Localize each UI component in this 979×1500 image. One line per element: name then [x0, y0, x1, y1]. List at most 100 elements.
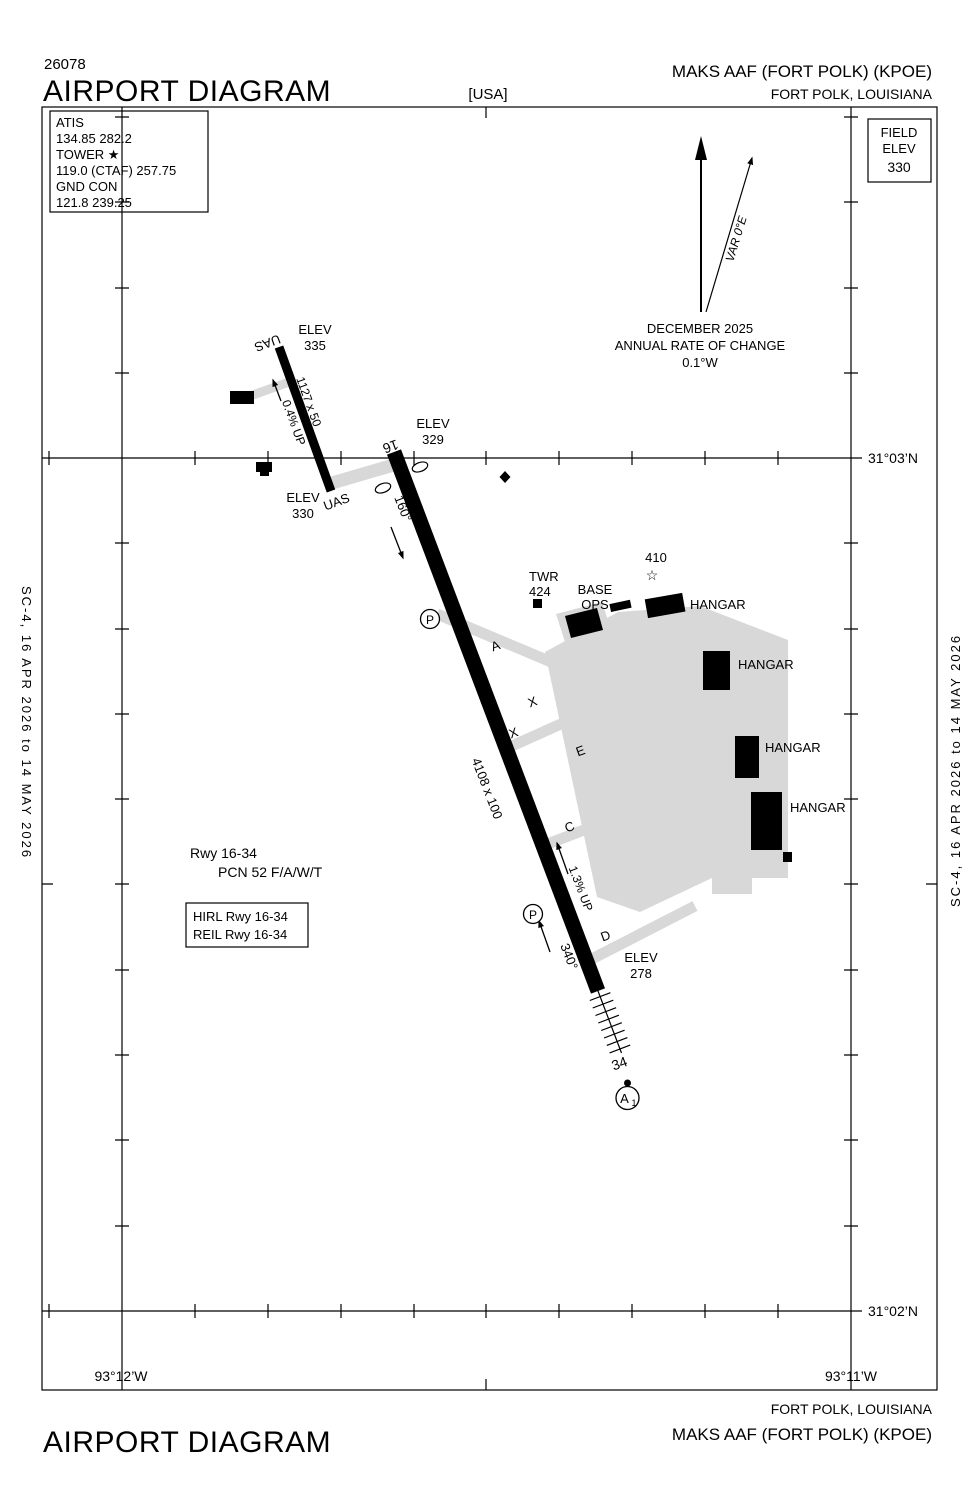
- elev-16-label: ELEV: [416, 416, 450, 431]
- parking-letter-north: P: [426, 613, 434, 627]
- footer-airport-name: MAKS AAF (FORT POLK) (KPOE): [672, 1425, 932, 1444]
- lat-label-bottom: 31°02’N: [868, 1303, 918, 1319]
- ground-frequency: 121.8 239.25: [56, 195, 132, 210]
- elev-16-value: 329: [422, 432, 444, 447]
- twr-label: TWR: [529, 569, 559, 584]
- a1-dot: [624, 1079, 631, 1087]
- taxiway-d-path: [583, 901, 698, 967]
- field-elev-value: 330: [887, 159, 911, 175]
- parking-circle-north: [419, 608, 441, 630]
- uas-elev-north-value: 335: [304, 338, 326, 353]
- runway-size-label: 4108 x 100: [469, 756, 506, 821]
- true-north-arrowhead: [695, 136, 707, 160]
- lighting-box-border: [185, 902, 309, 948]
- a1-circle: [615, 1085, 640, 1111]
- atis-label: ATIS: [56, 115, 84, 130]
- graticule: [41, 106, 938, 1391]
- airport-name: MAKS AAF (FORT POLK) (KPOE): [672, 62, 932, 81]
- uas-south-connector-taxiway: [330, 457, 399, 490]
- tower-label: TOWER ★: [56, 147, 119, 162]
- uas-runway: [274, 345, 336, 493]
- hangar-4-annex: [783, 852, 792, 862]
- variation-date: DECEMBER 2025: [647, 321, 753, 336]
- page-title: AIRPORT DIAGRAM: [43, 75, 331, 108]
- magnetic-north-line: [705, 156, 754, 313]
- base-ops-line1: BASE: [578, 582, 613, 597]
- comm-box-border: [49, 110, 209, 213]
- hangar-4-building: [751, 792, 782, 850]
- overrun-centerline: [597, 990, 623, 1054]
- buildings: [230, 391, 792, 862]
- chart-number: 26078: [44, 56, 86, 73]
- lon-label-right: 93°11’W: [825, 1368, 878, 1384]
- lat-bottom-ticks: [48, 1304, 779, 1318]
- uas-elev-north-label: ELEV: [298, 322, 332, 337]
- heading-340-arrow: [538, 919, 551, 953]
- beacon-value: 410: [645, 550, 667, 565]
- uas-south-building-annex: [260, 472, 269, 476]
- parking-letter-south: P: [529, 908, 537, 922]
- right-margin-edition: SC-4, 16 APR 2026 to 14 MAY 2026: [948, 634, 963, 907]
- ground-label: GND CON: [56, 179, 117, 194]
- comm-box: ATIS 134.85 282.2 TOWER ★ 119.0 (CTAF) 2…: [49, 110, 209, 213]
- uas-slope-arrow: [272, 378, 282, 402]
- uas-south-end-label: UAS: [321, 490, 352, 513]
- hangar-2-label: HANGAR: [738, 657, 794, 672]
- hangar-3-label: HANGAR: [765, 740, 821, 755]
- threshold-pad-symbol-left: [374, 482, 392, 494]
- tower-frequency: 119.0 (CTAF) 257.75: [56, 163, 176, 178]
- lat-top-ticks: [48, 451, 779, 465]
- variation-label: VAR 0°E: [723, 213, 750, 263]
- north-arrow-group: VAR 0°E DECEMBER 2025 ANNUAL RATE OF CHA…: [615, 136, 786, 370]
- annual-rate-value: 0.1°W: [682, 355, 718, 370]
- border-ticks: [42, 107, 937, 1390]
- airport-city: FORT POLK, LOUISIANA: [771, 86, 933, 102]
- left-margin-edition: SC-4, 16 APR 2026 to 14 MAY 2026: [19, 586, 34, 859]
- lon-left-ticks: [115, 116, 129, 1227]
- pcn-note-line1: Rwy 16-34: [190, 845, 257, 861]
- hangar-3-building: [735, 736, 759, 778]
- field-elev-line2: ELEV: [882, 141, 916, 156]
- footer-title: AIRPORT DIAGRAM: [43, 1426, 331, 1459]
- elev-34-label: ELEV: [624, 950, 658, 965]
- heading-160-arrow: [390, 526, 404, 560]
- uas-south-building: [256, 462, 272, 472]
- uas-north-stub-taxiway: [248, 376, 294, 401]
- lat-label-top: 31°03’N: [868, 450, 918, 466]
- lighting-note-line2: REIL Rwy 16-34: [193, 927, 287, 942]
- runway-end-16-label: 16: [380, 437, 400, 457]
- base-ops-building: [565, 608, 603, 638]
- hangar-4-label: HANGAR: [790, 800, 846, 815]
- facility-labels: TWR 424 BASE OPS 410 ☆ HANGAR HANGAR HAN…: [529, 550, 846, 815]
- field-elev-border: [867, 118, 932, 183]
- a1-index: 1: [631, 1098, 636, 1108]
- taxiway-d-label: D: [598, 927, 612, 944]
- runway-16-34: [386, 449, 606, 994]
- pcn-note-line2: PCN 52 F/A/W/T: [218, 864, 323, 880]
- annual-rate-label: ANNUAL RATE OF CHANGE: [615, 338, 786, 353]
- apron-building: [609, 599, 632, 612]
- header: 26078 AIRPORT DIAGRAM [USA] MAKS AAF (FO…: [43, 56, 933, 108]
- graticule-labels: 31°03’N 31°02’N 93°12’W 93°11’W: [94, 450, 918, 1384]
- chart-border: [41, 106, 938, 1391]
- field-elev-box: FIELD ELEV 330: [867, 118, 932, 183]
- a1-letter: A: [620, 1091, 629, 1106]
- lon-right-ticks: [844, 116, 858, 1227]
- margin-notes: SC-4, 16 APR 2026 to 14 MAY 2026 SC-4, 1…: [19, 586, 963, 907]
- elev-34-value: 278: [630, 966, 652, 981]
- hangar-1-label: HANGAR: [690, 597, 746, 612]
- atis-frequency: 134.85 282.2: [56, 131, 132, 146]
- runways: [274, 345, 631, 1054]
- region-tag: [USA]: [468, 86, 507, 103]
- a1-fix-symbol: A 1: [615, 1079, 640, 1111]
- parking-symbols: P P: [419, 608, 544, 925]
- lighting-note-line1: HIRL Rwy 16-34: [193, 909, 288, 924]
- twr-value: 424: [529, 584, 551, 599]
- threshold-pad-symbol-right: [411, 461, 429, 473]
- hangar-2-building: [703, 651, 730, 690]
- overrun-ladder-marks: [589, 992, 631, 1054]
- runway-end-34-label: 34: [609, 1053, 629, 1073]
- obstruction-diamond: [499, 471, 511, 483]
